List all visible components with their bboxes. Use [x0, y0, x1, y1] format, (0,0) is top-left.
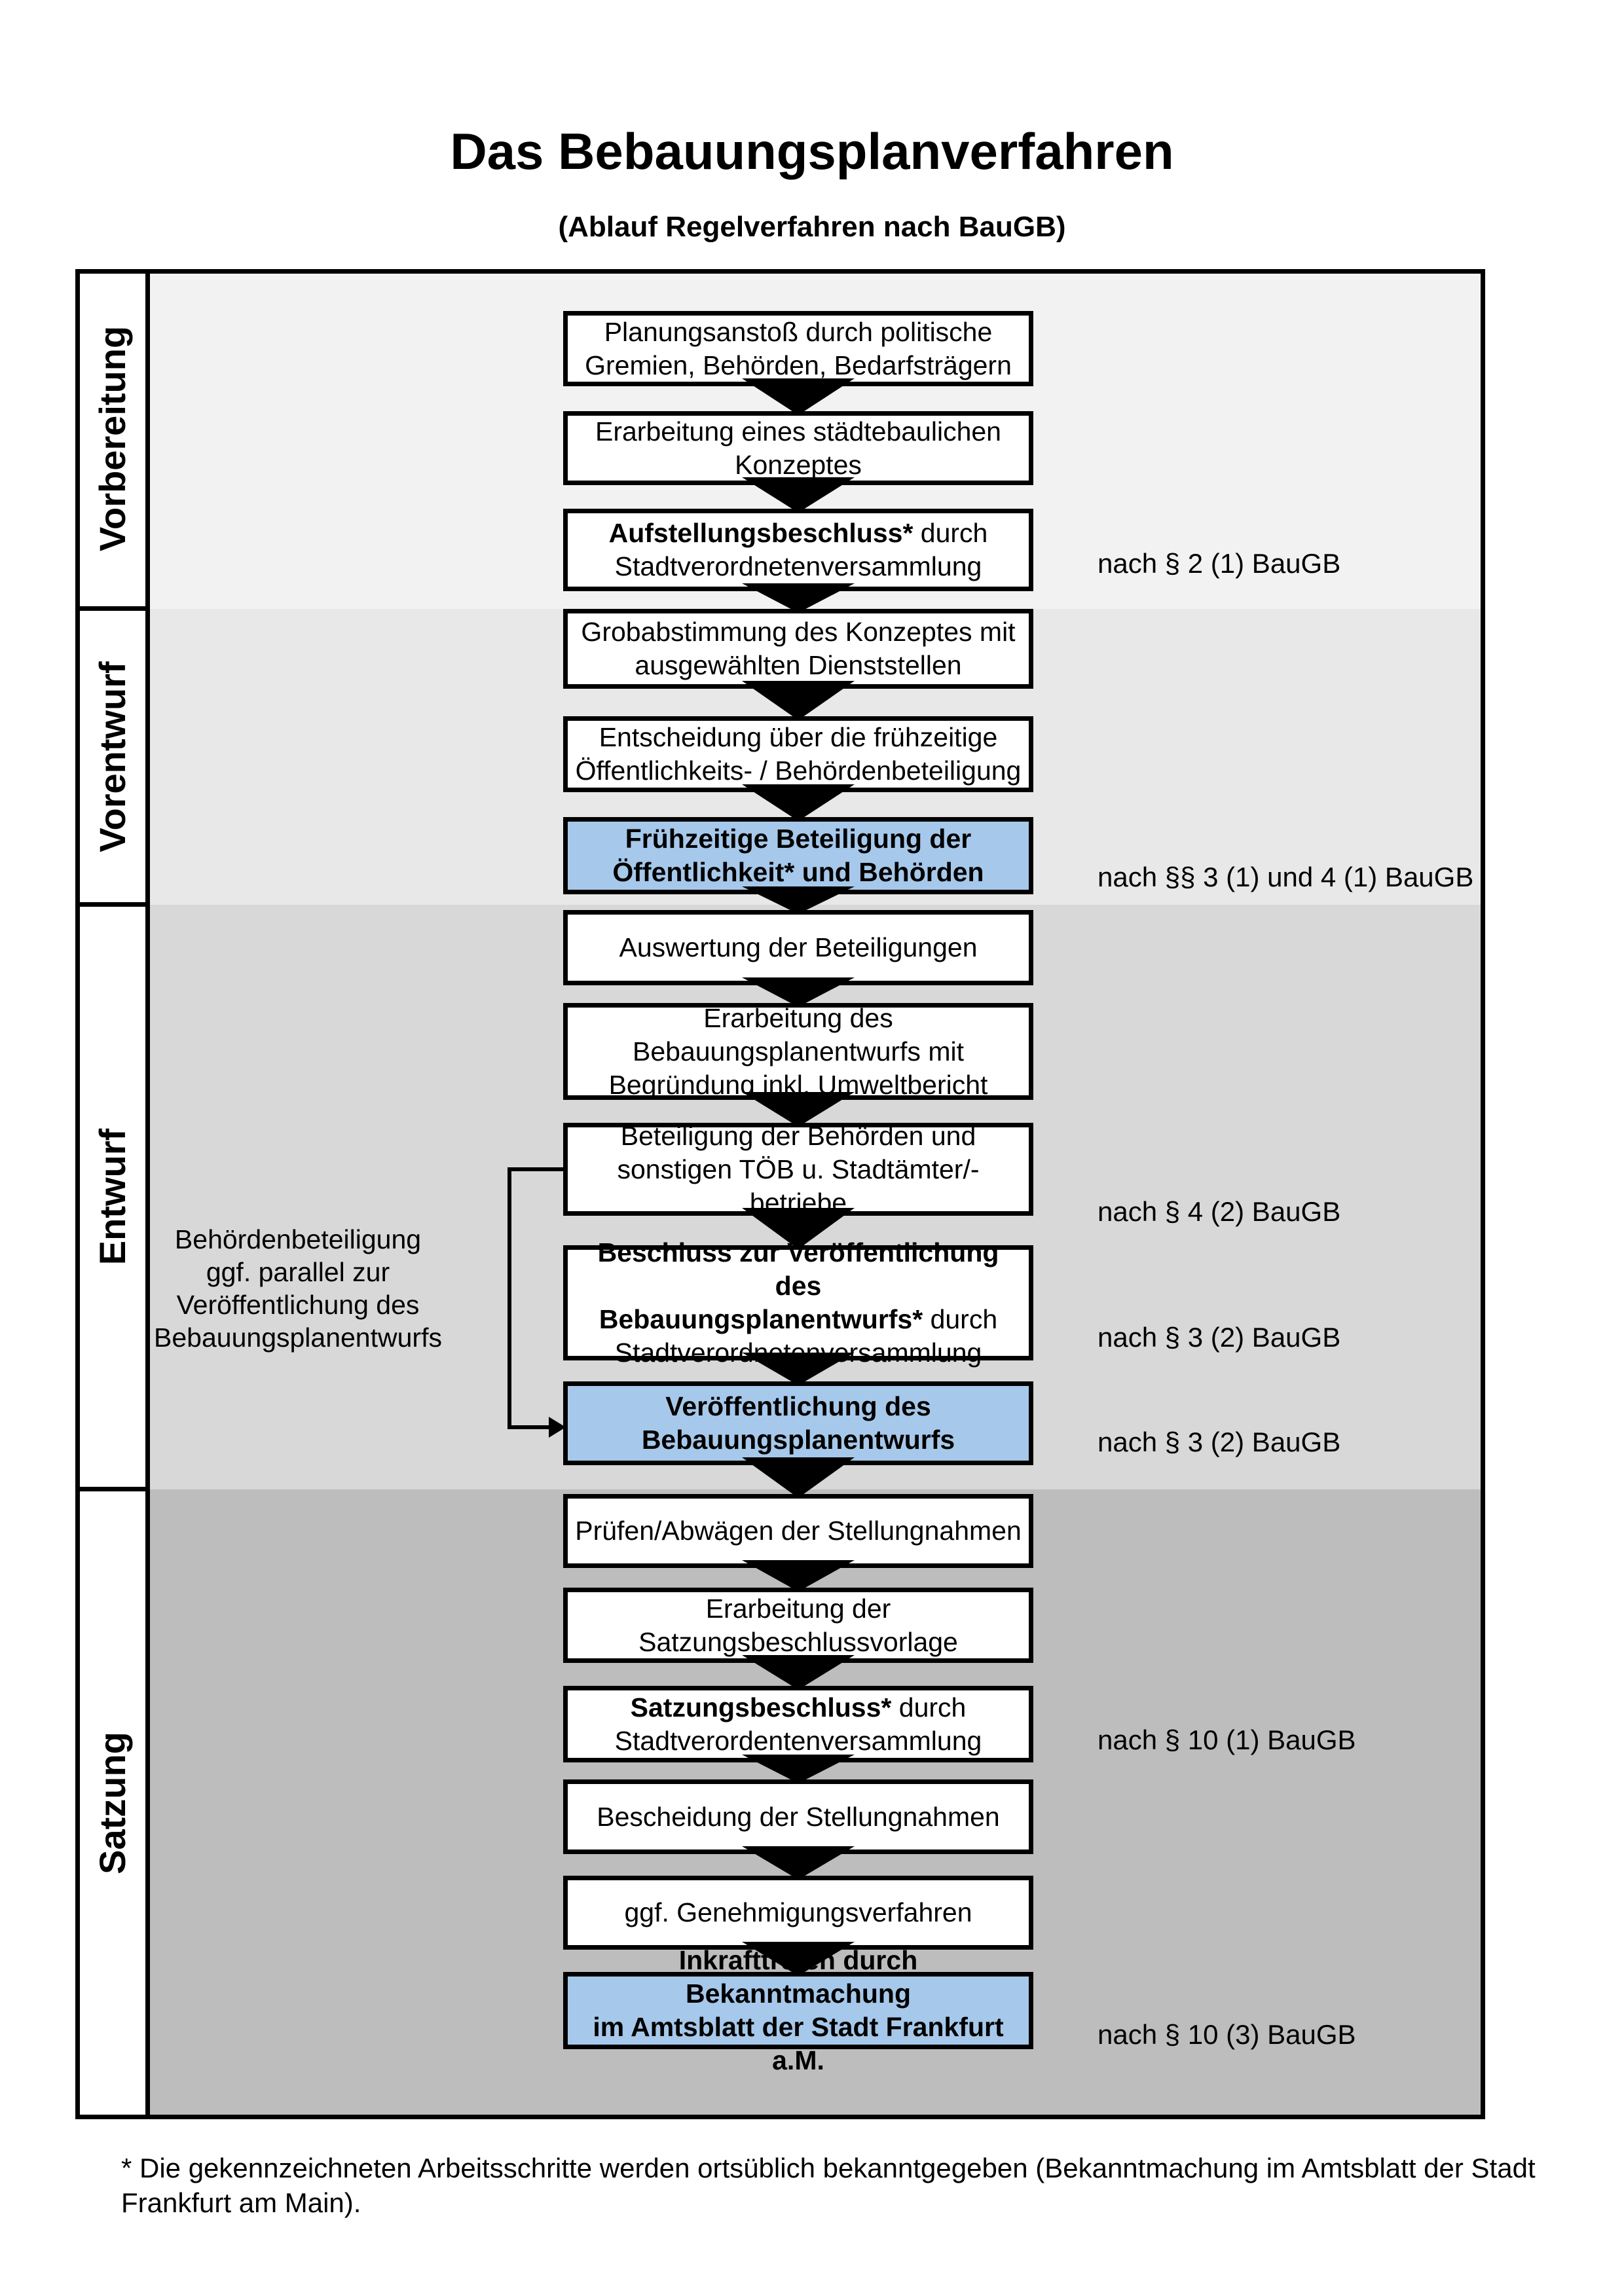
phase-divider-3: [75, 1487, 150, 1491]
down-arrow-icon: [742, 1560, 855, 1592]
down-arrow-icon: [742, 1208, 855, 1249]
phase-label-satzung: Satzung: [92, 1732, 133, 1874]
flow-box-bescheidung: Bescheidung der Stellungnahmen: [563, 1779, 1033, 1854]
legal-note-behoerdenbeteiligung: nach § 4 (2) BauGB: [1098, 1196, 1341, 1227]
flow-box-entscheidung-beteiligung: Entscheidung über die frühzeitige Öffent…: [563, 716, 1033, 792]
bracket-arrowhead-icon: [549, 1417, 566, 1438]
legal-note-veroeffentlichung: nach § 3 (2) BauGB: [1098, 1427, 1341, 1457]
down-arrow-icon: [742, 886, 855, 914]
legal-note-inkrafttreten: nach § 10 (3) BauGB: [1098, 2019, 1356, 2050]
phase-label-vorbereitung: Vorbereitung: [92, 325, 133, 552]
side-annotation: Behördenbeteiligung ggf. parallel zur Ve…: [154, 1224, 442, 1353]
phase-divider-1: [75, 606, 150, 611]
flow-box-satzungsvorlage: Erarbeitung der Satzungsbeschlussvorlage: [563, 1588, 1033, 1663]
down-arrow-icon: [742, 583, 855, 613]
phase-label-vorentwurf: Vorentwurf: [92, 661, 133, 852]
down-arrow-icon: [742, 378, 855, 415]
bracket-top-line: [507, 1167, 566, 1171]
flow-box-grobabstimmung: Grobabstimmung des Konzeptes mit ausgewä…: [563, 609, 1033, 689]
down-arrow-icon: [742, 1846, 855, 1880]
flow-box-planungsanstoss: Planungsanstoß durch politische Gremien,…: [563, 311, 1033, 386]
legal-note-aufstellungsbeschluss: nach § 2 (1) BauGB: [1098, 548, 1341, 579]
flow-box-aufstellungsbeschluss: Aufstellungsbeschluss* durch Stadtverord…: [563, 509, 1033, 591]
phase-column-divider: [145, 269, 150, 2119]
legal-note-veroeffentlichungsbeschluss: nach § 3 (2) BauGB: [1098, 1322, 1341, 1353]
flow-box-auswertung: Auswertung der Beteiligungen: [563, 910, 1033, 985]
flow-box-satzungsbeschluss: Satzungsbeschluss* durch Stadtverordente…: [563, 1686, 1033, 1762]
footnote: * Die gekennzeichneten Arbeitsschritte w…: [121, 2153, 1536, 2218]
down-arrow-icon: [742, 477, 855, 513]
flow-box-veroeffentlichungsbeschluss: Beschluss zur Veröffentlichung des Bebau…: [563, 1237, 1033, 1368]
down-arrow-icon: [742, 1655, 855, 1690]
bracket-vertical-line: [507, 1167, 511, 1429]
down-arrow-icon: [742, 1457, 855, 1498]
legal-note-fruehzeitige-beteiligung: nach §§ 3 (1) und 4 (1) BauGB: [1098, 862, 1474, 892]
diagram-frame: [75, 269, 1485, 2119]
phase-divider-2: [75, 902, 150, 907]
down-arrow-icon: [742, 1353, 855, 1385]
flow-box-pruefen-abwaegen: Prüfen/Abwägen der Stellungnahmen: [563, 1494, 1033, 1568]
down-arrow-icon: [742, 1755, 855, 1783]
down-arrow-icon: [742, 977, 855, 1007]
down-arrow-icon: [742, 1092, 855, 1127]
flow-box-genehmigungsverfahren: ggf. Genehmigungsverfahren: [563, 1876, 1033, 1950]
down-arrow-icon: [742, 784, 855, 821]
bracket-bottom-line: [507, 1425, 553, 1429]
flow-box-erarbeitung-entwurf: Erarbeitung des Bebauungsplanentwurfs mi…: [563, 1003, 1033, 1100]
flow-box-veroeffentlichung: Veröffentlichung des Bebauungsplanentwur…: [563, 1381, 1033, 1465]
down-arrow-icon: [742, 1942, 855, 1976]
down-arrow-icon: [742, 681, 855, 720]
flow-box-inkrafttreten: Inkrafttreten durch Bekanntmachung im Am…: [563, 1945, 1033, 2075]
flow-box-konzept: Erarbeitung eines städtebaulichen Konzep…: [563, 411, 1033, 485]
page-title: Das Bebauungsplanverfahren: [450, 122, 1174, 180]
legal-note-satzungsbeschluss: nach § 10 (1) BauGB: [1098, 1724, 1356, 1755]
page-subtitle: (Ablauf Regelverfahren nach BauGB): [558, 211, 1066, 243]
flow-box-behoerdenbeteiligung: Beteiligung der Behörden und sonstigen T…: [563, 1121, 1033, 1218]
flow-box-fruehzeitige-beteiligung: Frühzeitige Beteiligung der Öffentlichke…: [563, 817, 1033, 894]
